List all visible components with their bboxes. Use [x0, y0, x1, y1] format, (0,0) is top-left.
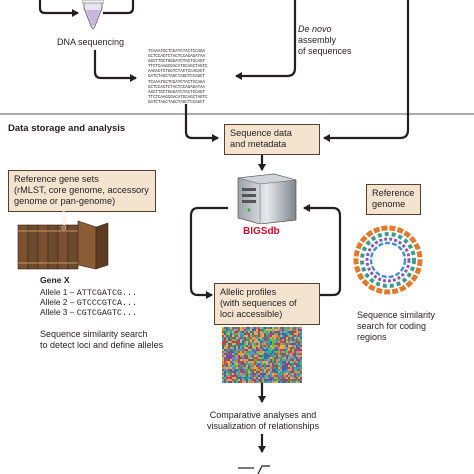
assembly-to-reads-arrow	[235, 0, 297, 80]
left-caption: Sequence similarity search to detect loc…	[40, 329, 163, 351]
de-novo-line-2: assembly	[298, 35, 337, 45]
database-server-icon	[230, 172, 304, 224]
gene-x-title: Gene X	[40, 275, 70, 285]
reference-gene-sets-line-1: Reference gene sets	[14, 174, 99, 184]
sequence-line: AGCTTGCTGGGATCTACTCCAGT	[148, 59, 206, 65]
allelic-profiles-box: Allelic profiles (with sequences of loci…	[214, 283, 320, 325]
allele-row: Allele 2 – GTCCCGTCA...	[40, 297, 138, 308]
de-novo-line-3: of sequences	[298, 46, 352, 56]
allele-seq: GTCCCGTCA...	[76, 298, 138, 308]
left-caption-line-1: Sequence similarity search	[40, 329, 148, 339]
right-caption-line-2: search for coding	[357, 321, 427, 331]
reference-books-icon	[16, 219, 112, 271]
reads-to-seqdata-arrow	[184, 104, 219, 142]
allele-seq: ATTCGATCG...	[76, 288, 138, 298]
tree-fragment	[238, 465, 270, 474]
sequence-line: GCTCCAGTCTACTCCAGAGATAA	[148, 84, 206, 90]
sequence-data-line-2: and metadata	[230, 139, 287, 149]
right-input-arrow	[323, 0, 410, 142]
sequence-data-line-1: Sequence data	[230, 128, 292, 138]
sequence-line: TCAAATGCTCGATCTACTCCAGA	[148, 79, 206, 85]
dnaseq-to-reads-arrow	[93, 50, 137, 82]
section-title: Data storage and analysis	[8, 123, 126, 134]
bottom-caption: Comparative analyses and visualization o…	[200, 410, 326, 432]
sequence-line: TTCTCAAGCGACATGCAGCTAGTC	[148, 94, 208, 100]
tube-in-arrow	[38, 0, 79, 17]
profiles-to-server-arrow	[303, 204, 342, 297]
reference-genome-box: Reference genome	[366, 184, 421, 215]
allele-name: Allele 3 –	[40, 307, 75, 317]
reference-genome-ring-icon	[352, 224, 424, 296]
right-caption-line-1: Sequence similarity	[357, 310, 436, 320]
reference-gene-sets-box: Reference gene sets (rMLST, core genome,…	[8, 170, 156, 212]
allele-row: Allele 1 – ATTCGATCG...	[40, 287, 138, 298]
allele-name: Allele 1 –	[40, 287, 75, 297]
reference-genome-line-2: genome	[372, 199, 406, 209]
sequence-line: GATCTAGCTAGCTAGCTCCAGCT	[148, 74, 206, 80]
dna-sequencing-label: DNA sequencing	[57, 37, 125, 47]
sequence-line: GATCTAGCTAGCTAGCTCCAGCT	[148, 99, 206, 105]
allele-seq: CGTCGAGTC...	[76, 308, 138, 318]
allelic-profiles-line-2: (with sequences of	[220, 298, 297, 308]
allelic-heatmap	[222, 327, 302, 383]
de-novo-label: De novo assembly of sequences	[298, 24, 352, 57]
right-caption: Sequence similarity search for coding re…	[357, 310, 435, 343]
sequence-line: TTCTCAAGCGACATGCAGCTAGTC	[148, 64, 208, 70]
de-novo-italic: De novo	[298, 24, 332, 34]
left-caption-line-2: to detect loci and define alleles	[40, 340, 164, 350]
right-caption-line-3: regions	[357, 332, 387, 342]
bigsdb-label: BIGSdb	[243, 226, 280, 237]
bottom-caption-line-2: visualization of relationships	[206, 421, 320, 431]
sequence-data-box: Sequence data and metadata	[224, 124, 320, 155]
allele-row: Allele 3 – CGTCGAGTC...	[40, 307, 138, 318]
reference-genome-line-1: Reference	[372, 188, 415, 198]
server-to-profiles-left-arrow	[189, 206, 228, 299]
sequence-line: AGCTTGCTGGGATCTACTCCAGT	[148, 89, 206, 95]
book-spine-label: Gene X	[62, 209, 68, 230]
allelic-profiles-line-1: Allelic profiles	[220, 287, 277, 297]
sequence-reads-block: TCAAATGCTCGATCTACTCCAGA GCTCCAGTCTACTCCA…	[148, 49, 236, 105]
sequence-line: GCTCCAGTCTACTCCAGAGATAA	[148, 54, 206, 60]
alleles-list: Allele 1 – ATTCGATCG... Allele 2 – GTCCC…	[40, 287, 138, 318]
allele-name: Allele 2 –	[40, 297, 75, 307]
tube-out-line	[103, 0, 135, 15]
reference-gene-sets-line-3: genome or pan-genome)	[14, 196, 116, 206]
allelic-profiles-line-3: loci accessible)	[220, 309, 283, 319]
reference-gene-sets-line-2: (rMLST, core genome, accessory	[14, 185, 149, 195]
bottom-caption-line-1: Comparative analyses and	[209, 410, 317, 420]
sequence-line: AAGACTCTGGTCTACTCCAGACT	[148, 69, 206, 75]
sequence-line: TCAAATGCTCGATCTACTCCAGA	[148, 49, 206, 54]
sample-tube-icon	[82, 0, 104, 32]
